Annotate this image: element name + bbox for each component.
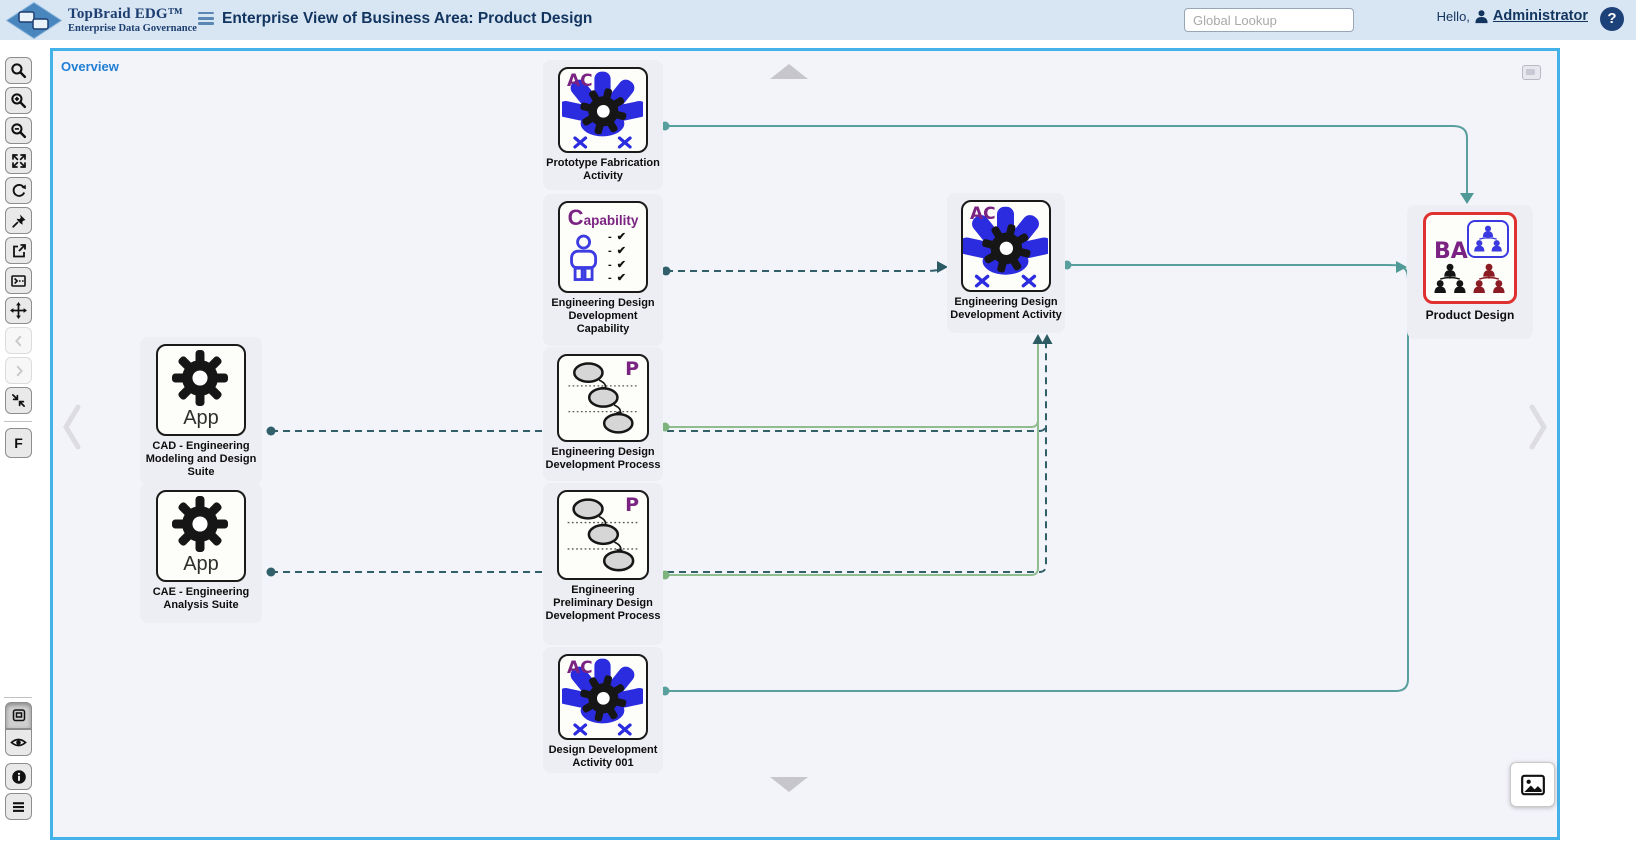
collapse-button[interactable] [5, 387, 32, 414]
diagram-canvas[interactable]: Overview [50, 48, 1560, 840]
capability-icon: Capability - ✔- ✔- ✔- ✔ [558, 201, 648, 293]
minimap-icon [12, 709, 25, 722]
org-chart-blue-icon [1472, 225, 1504, 254]
toolbar-separator [4, 421, 32, 422]
prev-button[interactable] [5, 327, 32, 354]
topbraid-logo-icon [6, 2, 62, 39]
arrowhead-right-edda [937, 261, 948, 273]
edge-eddprocess-to-edda [665, 419, 1039, 428]
eye-icon [10, 738, 27, 746]
page-title: Enterprise View of Business Area: Produc… [222, 10, 593, 27]
lane-layout-button[interactable] [5, 267, 32, 294]
zoom-in-button[interactable] [5, 87, 32, 114]
pan-left-chevron[interactable] [61, 403, 83, 451]
image-icon [1520, 774, 1545, 795]
collapse-icon [12, 394, 25, 407]
person-outline-icon [568, 234, 602, 284]
chevron-right-icon [16, 365, 23, 376]
topbraid-logo: TopBraid EDG™ Enterprise Data Governance [6, 2, 197, 39]
hamburger-menu-icon[interactable] [198, 12, 214, 26]
open-in-new-button[interactable] [5, 237, 32, 264]
pin-icon [11, 214, 25, 228]
pan-down-arrow[interactable] [770, 777, 808, 792]
application-icon: App [156, 490, 246, 582]
overview-label: Overview [61, 59, 119, 74]
arrowhead-up-edda-green [1032, 334, 1044, 344]
toolbar-separator-bottom [4, 697, 32, 698]
list-menu-button[interactable] [5, 793, 32, 820]
zoom-in-icon [11, 93, 27, 109]
info-button[interactable] [5, 763, 32, 790]
arrowhead-down-product-design [1460, 193, 1474, 204]
visibility-button[interactable] [5, 728, 32, 756]
minimap-toggle-button[interactable] [5, 702, 32, 729]
edge-dda001-to-product-design [665, 266, 1409, 692]
activity-icon: AC [961, 200, 1051, 292]
logo-title: TopBraid EDG™ [68, 5, 183, 22]
global-lookup-input[interactable] [1184, 8, 1354, 32]
pan-right-chevron[interactable] [1527, 403, 1549, 451]
org-chart-black-icon [1432, 263, 1468, 296]
logo-subtitle: Enterprise Data Governance [68, 22, 197, 34]
edge-prototype-to-product-design [665, 125, 1468, 195]
business-area-icon: BA [1423, 212, 1517, 304]
move-button[interactable] [5, 297, 32, 324]
edge-prelimprocess-to-edda [665, 343, 1039, 576]
f-button[interactable]: F [5, 428, 32, 458]
arrowhead-up-edda-dashed [1041, 334, 1053, 344]
node-cad-engineering-modeling-and-design-suite[interactable]: App CAD - Engineering Modeling and Desig… [140, 337, 262, 485]
org-chart-red-icon [1471, 263, 1507, 296]
info-icon [11, 769, 26, 784]
next-button[interactable] [5, 357, 32, 384]
pan-up-arrow[interactable] [770, 64, 808, 79]
refresh-icon [12, 183, 26, 197]
edge-capability-to-edda [666, 266, 944, 272]
gear-icon [172, 350, 228, 406]
activity-icon: AC [558, 654, 648, 740]
application-icon: App [156, 344, 246, 436]
node-prototype-fabrication-activity[interactable]: AC Prototype Fabrication Activity [543, 60, 663, 190]
expand-icon [11, 153, 26, 168]
edge-edda-to-product-design [1067, 264, 1403, 268]
diagram-edges [266, 121, 1474, 696]
move-icon [10, 302, 27, 319]
chevron-left-icon [14, 335, 21, 346]
fit-to-screen-button[interactable] [5, 147, 32, 174]
node-product-design[interactable]: BA Product Design [1407, 205, 1533, 339]
node-design-development-activity-001[interactable]: AC Design Development Activity 001 [543, 647, 663, 773]
header-bar: TopBraid EDG™ Enterprise Data Governance… [0, 0, 1636, 40]
zoom-out-button[interactable] [5, 117, 32, 144]
process-icon: P [557, 354, 649, 442]
user-link[interactable]: Administrator [1492, 8, 1588, 24]
user-icon [1475, 9, 1488, 23]
node-engineering-design-development-activity[interactable]: AC Engineering Design Development Activi… [947, 193, 1065, 333]
search-button[interactable] [5, 57, 32, 84]
checklist-icon: - ✔- ✔- ✔- ✔ [608, 231, 627, 285]
node-cae-engineering-analysis-suite[interactable]: App CAE - Engineering Analysis Suite [140, 483, 262, 623]
node-engineering-design-development-capability[interactable]: Capability - ✔- ✔- ✔- ✔ Engineering Desi… [543, 194, 663, 346]
edge-cad-to-edda [271, 423, 1047, 432]
node-engineering-preliminary-design-development-process[interactable]: P Engineering Preliminary Design Develop… [543, 483, 663, 645]
greeting-text: Hello, [1436, 8, 1470, 24]
arrowhead-right-product-design [1396, 261, 1407, 273]
edge-cae-to-edda [271, 343, 1047, 573]
zoom-out-icon [11, 123, 27, 139]
open-in-new-icon [12, 243, 26, 257]
activity-icon: AC [558, 67, 648, 153]
lane-layout-icon [11, 274, 26, 287]
search-icon [11, 63, 27, 79]
menu-lines-icon [13, 801, 24, 812]
org-chart-blue-box-icon [1467, 220, 1509, 258]
gear-icon [172, 496, 228, 552]
refresh-button[interactable] [5, 177, 32, 204]
minimap-widget-icon[interactable] [1522, 65, 1541, 80]
help-icon[interactable]: ? [1600, 7, 1624, 31]
node-engineering-design-development-process[interactable]: P Engineering Design Development Process [543, 347, 663, 481]
export-image-button[interactable] [1510, 762, 1555, 807]
pin-button[interactable] [5, 207, 32, 234]
process-icon: P [557, 490, 649, 580]
